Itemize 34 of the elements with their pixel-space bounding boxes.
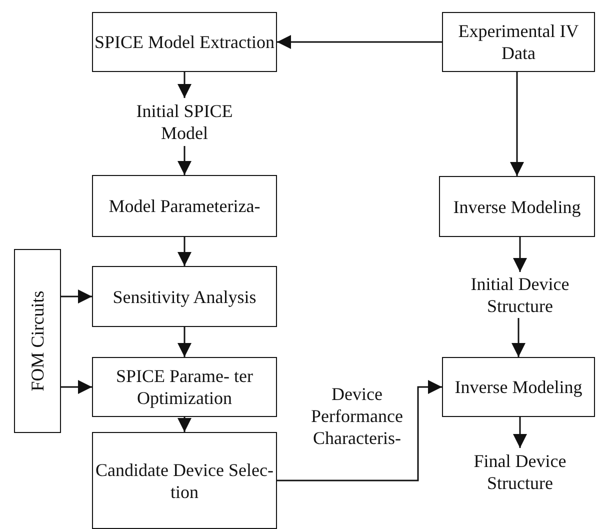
arrow (178, 146, 192, 175)
arrow (510, 72, 524, 176)
box-label: Model Parameteriza- (108, 195, 260, 217)
arrow (277, 380, 442, 482)
arrow (61, 290, 92, 304)
arrow (513, 237, 527, 272)
flow-text: Initial SPICE Model (112, 98, 257, 146)
arrow (277, 35, 442, 49)
flow-text: Final Device Structure (445, 448, 595, 496)
box-label: Sensitivity Analysis (112, 286, 256, 308)
input-box (14, 249, 61, 433)
arrow (178, 72, 192, 98)
box-label: SPICE Parame- ter Optimization (115, 365, 254, 409)
process-box (92, 432, 277, 529)
process-box (442, 357, 595, 417)
process-box (92, 12, 277, 72)
process-box (92, 175, 277, 237)
arrow (178, 327, 192, 357)
box-label: Inverse Modeling (453, 196, 581, 218)
flow-text: Initial Device Structure (445, 272, 595, 318)
box-label: Experimental IV Data (457, 20, 580, 64)
process-box (439, 176, 595, 237)
arrow (178, 417, 192, 432)
arrow (513, 417, 527, 448)
process-box (442, 12, 595, 72)
arrow (178, 237, 192, 266)
box-label: FOM Circuits (26, 290, 48, 392)
arrow (512, 318, 526, 357)
box-label: Candidate Device Selec- tion (94, 458, 274, 502)
process-box (92, 357, 277, 417)
process-box (92, 266, 277, 327)
box-label: Inverse Modeling (454, 376, 582, 398)
box-label: SPICE Model Extraction (94, 31, 274, 53)
arrow (61, 380, 92, 394)
